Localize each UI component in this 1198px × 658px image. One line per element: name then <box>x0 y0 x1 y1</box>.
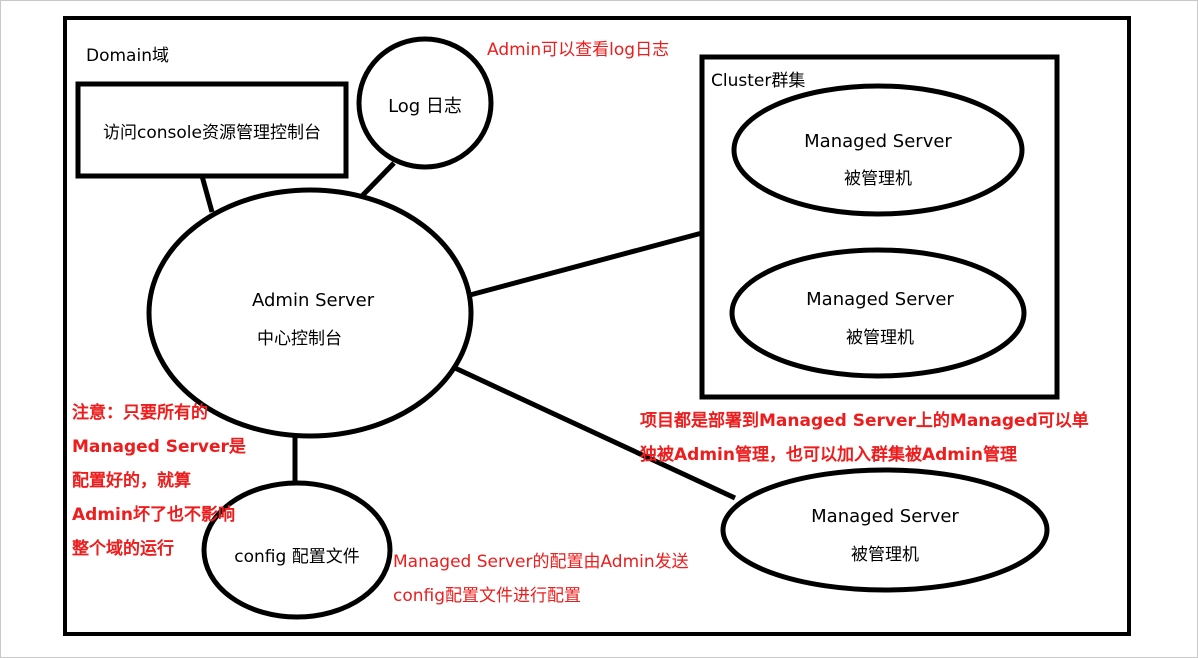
config-label: config 配置文件 <box>234 547 360 567</box>
deploy-note-line-1: 项目都是部署到Managed Server上的Managed可以单 <box>640 411 1089 431</box>
warning-note-line-3: 配置好的，就算 <box>72 471 191 491</box>
log-label: Log 日志 <box>388 96 462 117</box>
connector-admin-managed <box>453 365 737 501</box>
cluster-server-2-name: Managed Server <box>806 289 954 310</box>
config-note-line-2: config配置文件进行配置 <box>393 586 582 606</box>
cluster-box <box>699 54 1060 400</box>
connector-log-admin <box>358 161 396 200</box>
log-note: Admin可以查看log日志 <box>487 40 670 60</box>
domain-box <box>63 16 1131 636</box>
standalone-server-role: 被管理机 <box>851 545 919 565</box>
admin-server-ellipse <box>146 187 474 439</box>
cluster-managed-server-2-ellipse <box>729 247 1027 379</box>
connector-console-admin <box>199 175 215 213</box>
log-ellipse <box>356 36 494 170</box>
domain-label: Domain域 <box>86 46 169 66</box>
console-label: 访问console资源管理控制台 <box>103 123 321 143</box>
warning-note-line-1: 注意：只要所有的 <box>72 403 208 423</box>
image-border-top <box>0 0 1198 1</box>
connector-admin-cluster <box>469 230 703 298</box>
image-border-left <box>0 0 1 658</box>
cluster-label: Cluster群集 <box>711 71 806 91</box>
warning-note-line-5: 整个域的运行 <box>72 539 174 559</box>
cluster-server-1-name: Managed Server <box>804 131 952 152</box>
admin-server-name: Admin Server <box>252 290 375 311</box>
console-box <box>75 81 349 179</box>
warning-note-line-4: Admin坏了也不影响 <box>72 505 235 525</box>
cluster-managed-server-1-ellipse <box>731 83 1025 217</box>
standalone-managed-server-ellipse <box>720 467 1050 593</box>
cluster-server-1-role: 被管理机 <box>844 169 912 189</box>
config-ellipse <box>201 480 393 620</box>
standalone-server-name: Managed Server <box>811 506 959 527</box>
warning-note-line-2: Managed Server是 <box>72 437 246 457</box>
config-note-line-1: Managed Server的配置由Admin发送 <box>393 552 689 572</box>
cluster-server-2-role: 被管理机 <box>846 328 914 348</box>
admin-server-role: 中心控制台 <box>257 329 342 349</box>
deploy-note-line-2: 独被Admin管理，也可以加入群集被Admin管理 <box>640 445 1017 465</box>
